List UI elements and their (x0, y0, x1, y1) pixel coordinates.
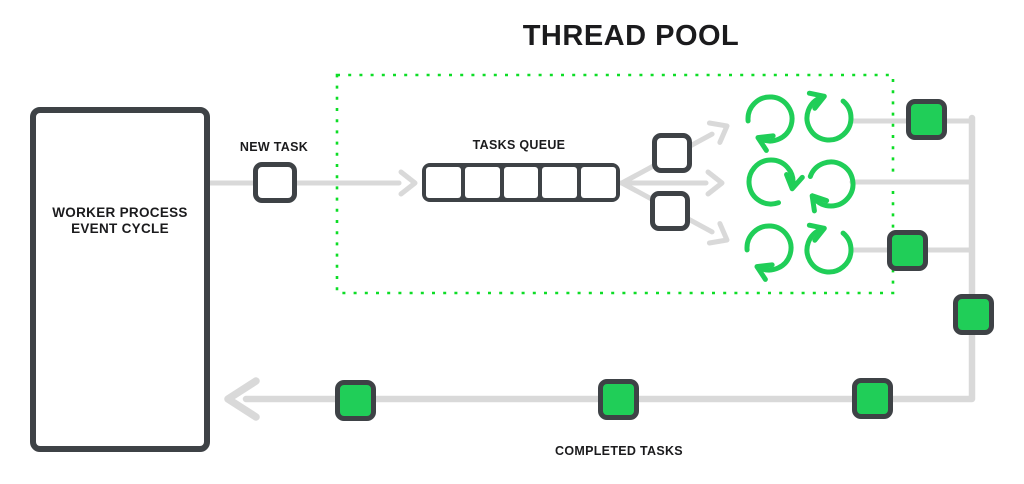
queue-cell (464, 167, 500, 198)
completed-task-square-1 (906, 99, 947, 140)
return-rail-line (242, 114, 976, 403)
completed-task-square-5 (598, 379, 639, 420)
new-task-square (253, 162, 297, 203)
completed-task-square-6 (335, 380, 376, 421)
fork-down-arrowhead (706, 221, 730, 246)
thread-spinner-icon-6 (804, 222, 854, 275)
worker-process-box (30, 107, 210, 452)
return-arrowhead (224, 377, 260, 421)
queue-cell (503, 167, 539, 198)
pending-task-square-bottom (650, 191, 690, 231)
new-task-arrowhead (398, 169, 418, 197)
completed-task-square-3 (953, 294, 994, 335)
thread-spinner-icon-1 (745, 94, 795, 153)
page-title: THREAD POOL (522, 20, 740, 52)
thread-spinner-icon-4 (807, 159, 856, 214)
queue-cell (581, 167, 616, 198)
fork-straight-arrowhead (705, 169, 725, 197)
worker-label-line1: WORKER PROCESS (52, 205, 188, 220)
fork-up-arrowhead (706, 120, 730, 145)
tasks-queue (422, 163, 620, 202)
queue-cell (542, 167, 578, 198)
queue-cell (426, 167, 461, 198)
worker-process-label: WORKER PROCESS EVENT CYCLE (30, 205, 210, 237)
pending-task-square-top (652, 133, 692, 173)
worker-label-line2: EVENT CYCLE (71, 221, 169, 236)
tasks-queue-label: TASKS QUEUE (472, 138, 566, 152)
completed-task-square-4 (852, 378, 893, 419)
thread-spinner-icon-3 (746, 157, 805, 207)
new-task-label: NEW TASK (239, 140, 309, 154)
completed-tasks-label: COMPLETED TASKS (555, 444, 683, 458)
thread-spinner-icon-5 (744, 223, 794, 282)
thread-spinner-icon-2 (804, 90, 854, 143)
completed-task-square-2 (887, 230, 928, 271)
